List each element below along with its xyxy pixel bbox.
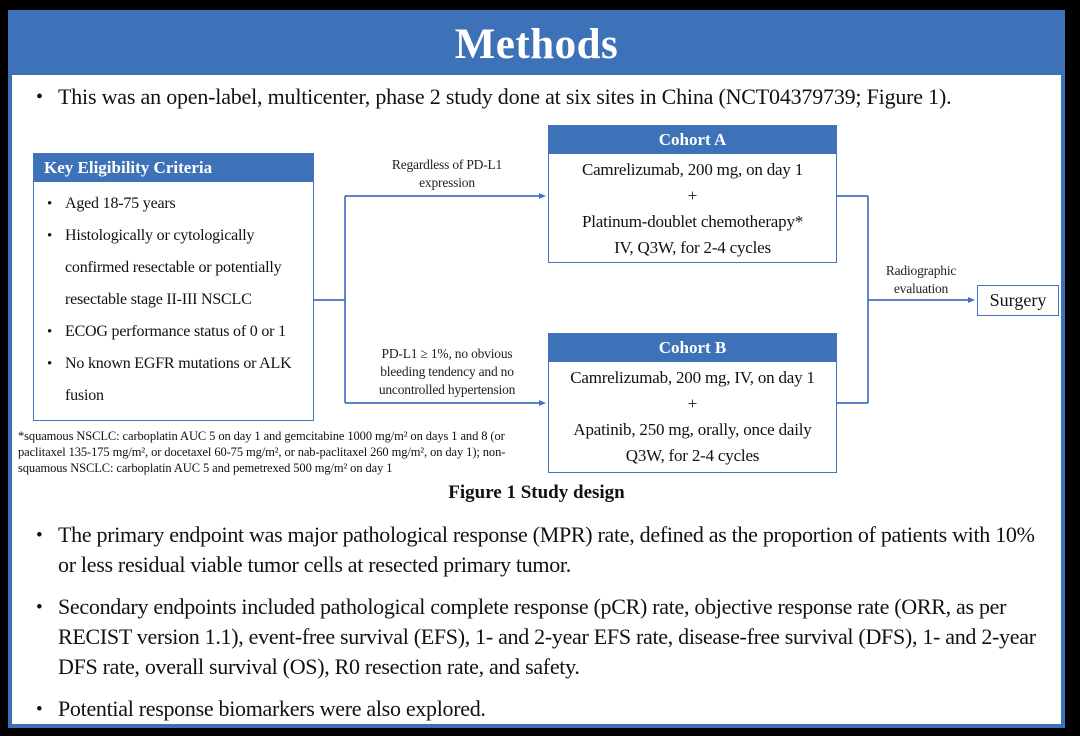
branch-label-top: Regardless of PD-L1 expression [391,157,503,190]
evaluation-label: Radiographic evaluation [885,263,957,296]
surgery-label: Surgery [989,290,1047,310]
eligibility-item: Aged 18-75 years [44,188,311,220]
cohort-a-line: IV, Q3W, for 2-4 cycles [614,238,771,257]
cohort-a-line: Platinum-doublet chemotherapy* [581,212,804,231]
eligibility-list: Aged 18-75 years Histologically or cytol… [34,188,313,412]
slide-frame: Methods This was an open-label, multicen… [8,10,1065,728]
cohort-a-body: Camrelizumab, 200 mg, on day 1 + Platinu… [549,154,836,261]
branch-label-bottom: PD-L1 ≥ 1%, no obvious bleeding tendency… [378,346,516,397]
endpoint-bullets: The primary endpoint was major pathologi… [30,520,1044,736]
eligibility-item: ECOG performance status of 0 or 1 [44,316,311,348]
cohort-a-line: Camrelizumab, 200 mg, on day 1 [581,160,804,179]
eligibility-box: Key Eligibility Criteria Aged 18-75 year… [33,153,314,421]
cohort-b-line: Camrelizumab, 200 mg, IV, on day 1 [570,368,815,387]
eligibility-header: Key Eligibility Criteria [34,154,313,182]
cohort-a-header: Cohort A [549,126,836,154]
page-title: Methods [454,21,619,68]
cohort-b-line: Apatinib, 250 mg, orally, once daily [573,420,812,439]
cohort-b-box: Cohort B Camrelizumab, 200 mg, IV, on da… [548,333,837,473]
eligibility-item: Histologically or cytologically confirme… [44,220,311,316]
cohort-b-line: Q3W, for 2-4 cycles [625,446,760,465]
cohort-a-line: + [687,186,698,205]
figure-caption: Figure 1 Study design [448,482,625,503]
cohort-b-header: Cohort B [549,334,836,362]
footnote: *squamous NSCLC: carboplatin AUC 5 on da… [18,429,506,475]
surgery-box: Surgery [977,285,1059,316]
endpoint-bullet: Potential response biomarkers were also … [30,694,1044,725]
cohort-b-body: Camrelizumab, 200 mg, IV, on day 1 + Apa… [549,362,836,469]
endpoint-bullet: Secondary endpoints included pathologica… [30,592,1044,682]
endpoint-bullet: The primary endpoint was major pathologi… [30,520,1044,580]
cohort-a-box: Cohort A Camrelizumab, 200 mg, on day 1 … [548,125,837,263]
title-bar: Methods [12,14,1061,75]
intro-bullet: This was an open-label, multicenter, pha… [30,82,1073,112]
eligibility-item: No known EGFR mutations or ALK fusion [44,348,311,412]
cohort-b-line: + [687,394,698,413]
